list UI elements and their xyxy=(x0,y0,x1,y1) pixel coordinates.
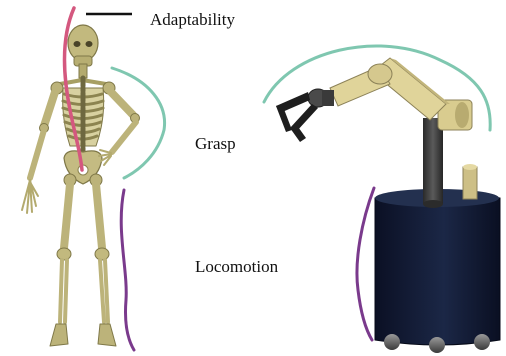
grasp-label: Grasp xyxy=(195,135,236,152)
locomotion-curve-robot xyxy=(357,188,374,340)
locomotion-curve-human xyxy=(121,190,134,350)
locomotion-label: Locomotion xyxy=(195,258,278,275)
mobile-manipulator-robot-icon xyxy=(276,58,500,353)
adaptability-label: Adaptability xyxy=(150,11,235,28)
